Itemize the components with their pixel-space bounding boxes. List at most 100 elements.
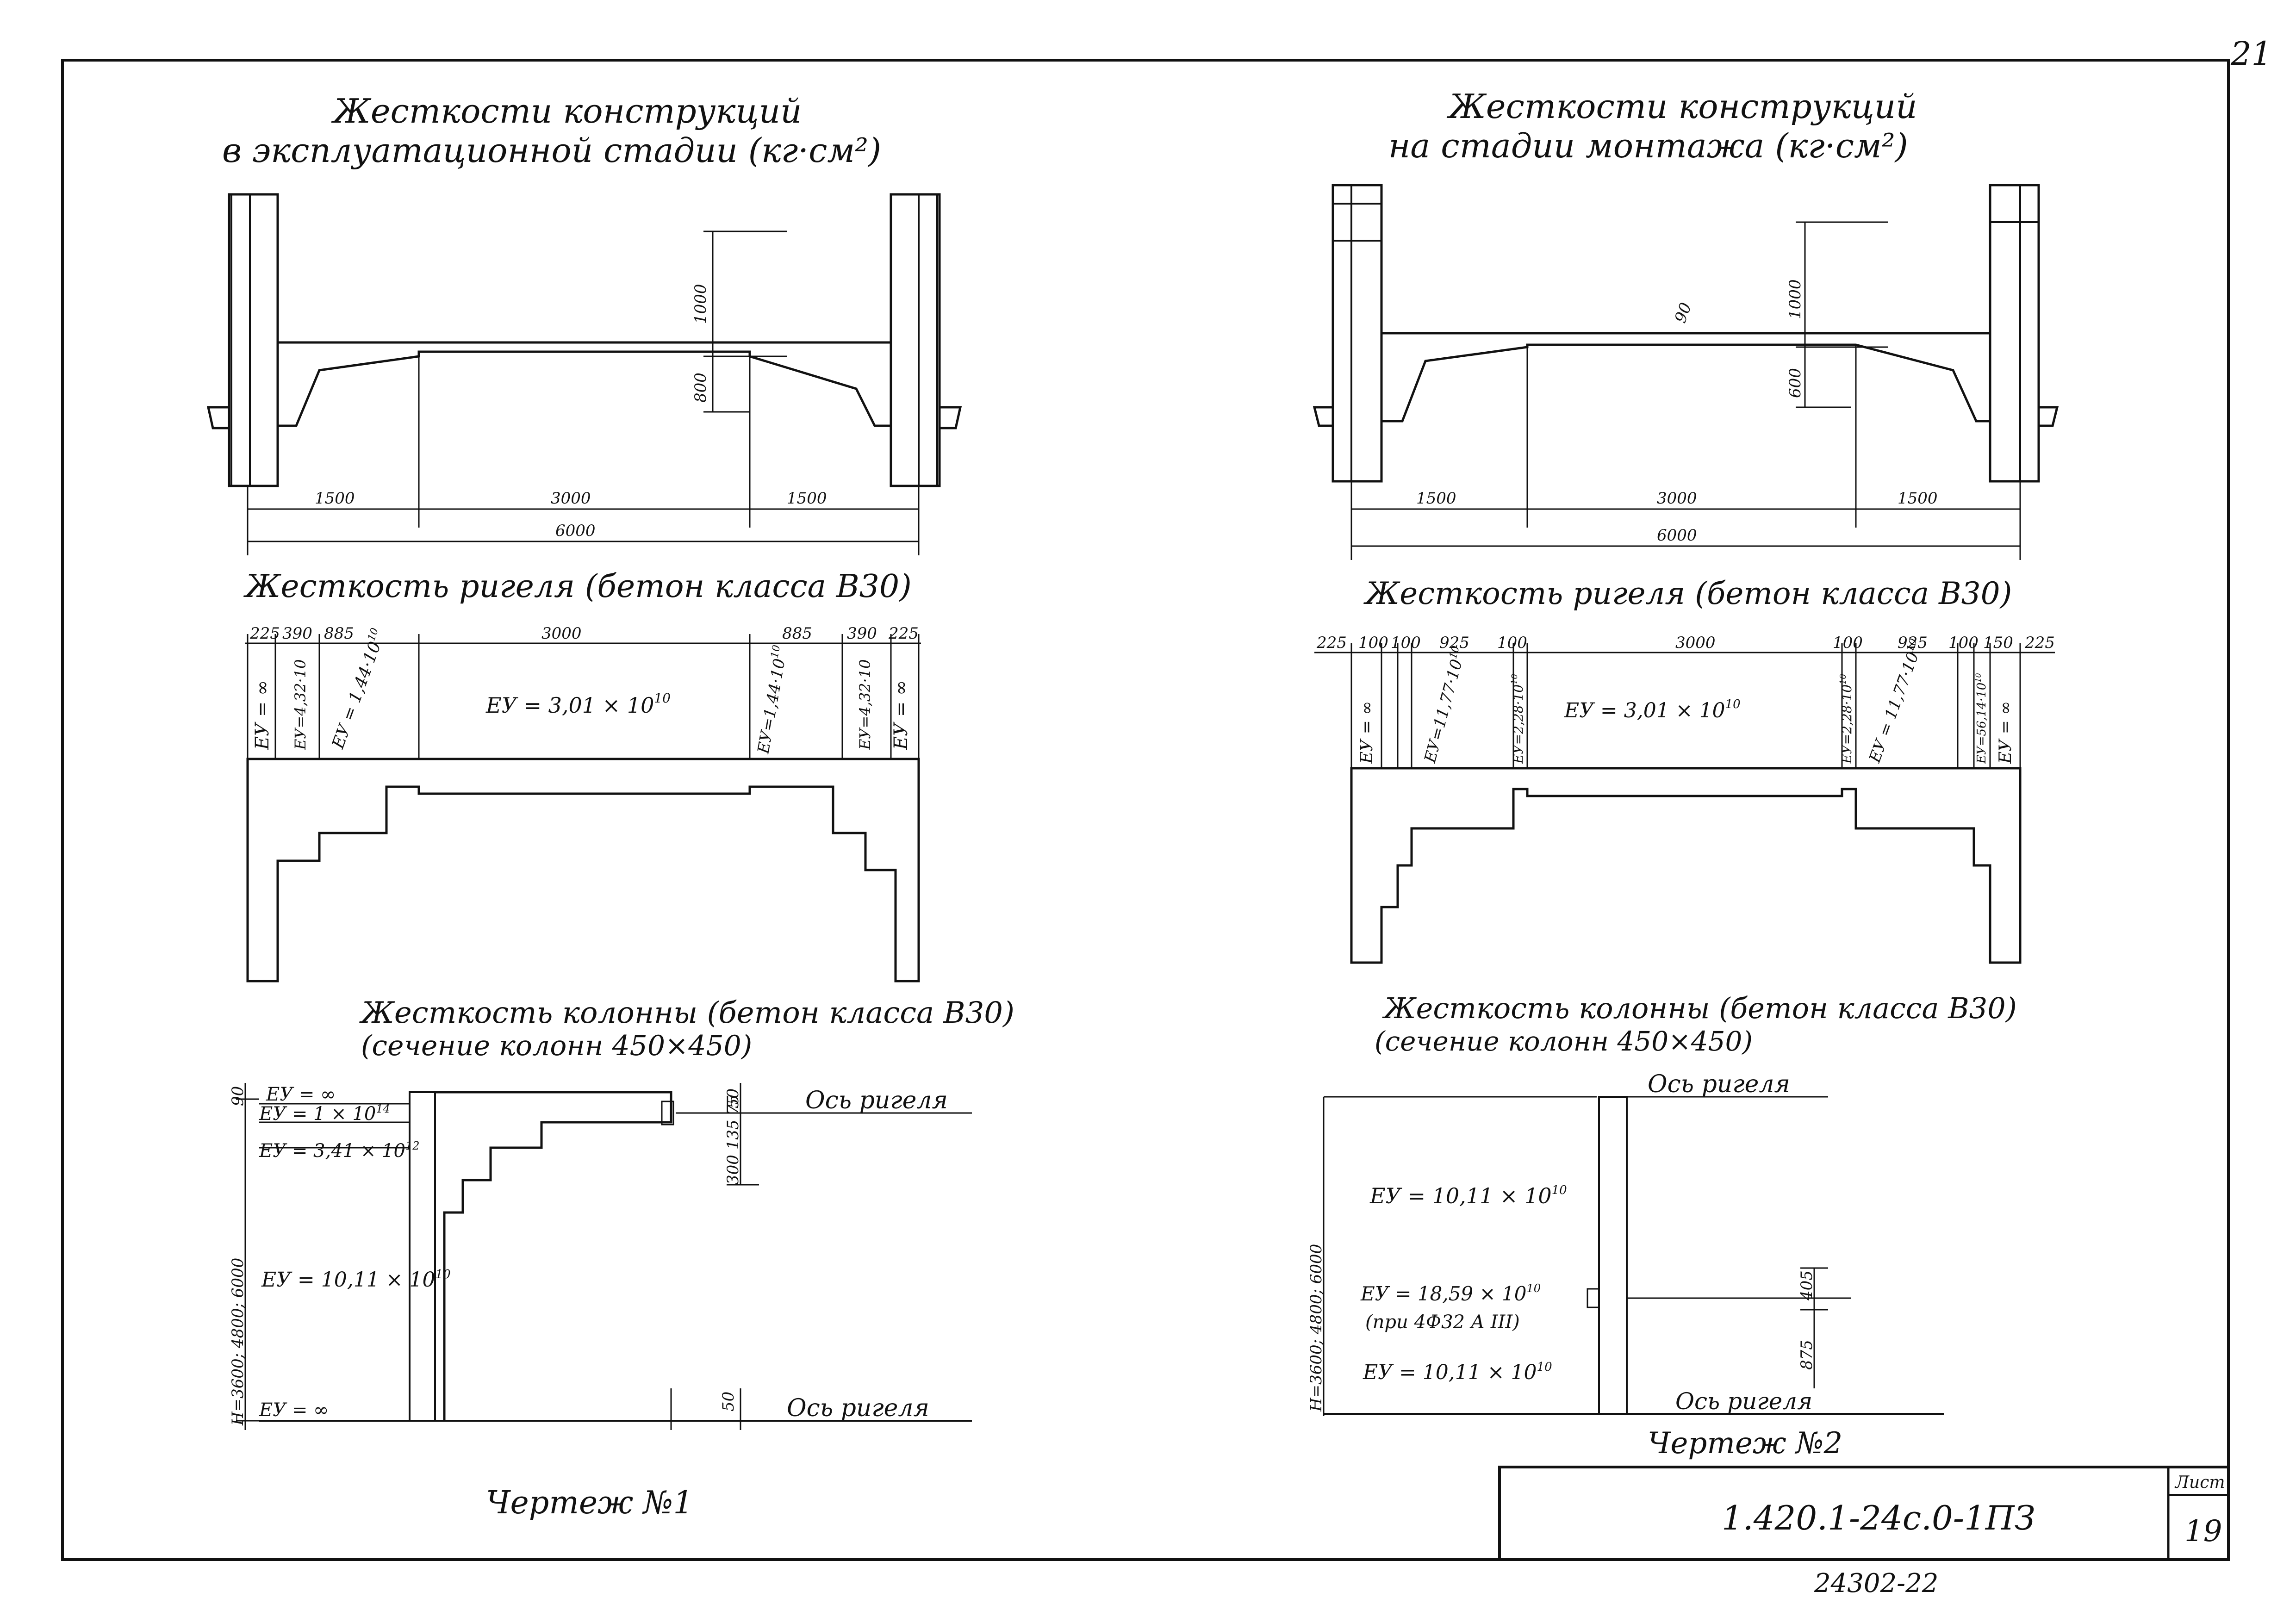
left-beam-label-2: ЕУ=4,32·10 — [292, 659, 309, 750]
right-column-stiffness: Жесткость колонны (бетон класса В30) (се… — [1307, 991, 2017, 1461]
title-block-sheet-number: 19 — [2184, 1514, 2222, 1548]
left-col-label-2: ЕУ = 1 × 1014 — [259, 1102, 390, 1125]
right-axis-top: Ось ригеля — [1648, 1070, 1790, 1098]
right-col-right-dim-2: 875 — [1798, 1340, 1816, 1370]
right-beam-dim-1: 225 — [1316, 634, 1347, 652]
left-beam-label-4: ЕУ = 3,01 × 1010 — [485, 690, 671, 718]
left-col-title-2: (сечение колонн 450×450) — [361, 1030, 752, 1062]
right-beam-label-7: ЕУ=56,14·1010 — [1974, 673, 1989, 764]
right-beam-dim-3: 100 — [1391, 634, 1421, 652]
right-col-label-2: ЕУ = 18,59 × 1010 — [1360, 1282, 1541, 1305]
left-beam-dim-7: 225 — [888, 624, 919, 643]
left-col-left-dim: Н=3600; 4800; 6000 — [229, 1258, 247, 1426]
right-col-strip — [1598, 1096, 1628, 1415]
right-beam-label-5: ЕУ=2,28·1010 — [1838, 674, 1854, 764]
footer-number: 24302-22 — [1814, 1568, 1938, 1598]
right-axis-bottom: Ось ригеля — [1675, 1388, 1812, 1415]
right-col-label-3: (при 4Ф32 А III) — [1365, 1312, 1520, 1333]
right-beam-label-2: ЕУ=11,77·1010 — [1420, 645, 1469, 765]
right-beam-profile — [1380, 332, 1991, 423]
right-beam-dim-8: 925 — [1898, 634, 1928, 652]
right-dim-small: 90 — [1671, 300, 1695, 325]
left-col-bottom-dim: 50 — [719, 1392, 738, 1412]
right-section-title-1: Жесткости конструкций — [1446, 87, 1917, 126]
right-beam-dim-11: 225 — [2024, 634, 2055, 652]
right-col-label-1: ЕУ = 10,11 × 1010 — [1369, 1183, 1567, 1208]
right-drawing-caption: Чертеж №2 — [1648, 1426, 1842, 1461]
left-col-right-dim-2: 300 135 75 — [724, 1094, 742, 1185]
title-block-sheet-label: Лист — [2174, 1473, 2225, 1492]
sheet-frame — [61, 59, 2230, 1561]
right-col-left-dim: Н=3600; 4800; 6000 — [1307, 1244, 1325, 1412]
left-drawing-caption: Чертеж №1 — [486, 1485, 693, 1521]
right-beam-label-3: ЕУ=2,28·1010 — [1510, 674, 1526, 764]
left-beam-label-1: ЕУ = ∞ — [252, 680, 273, 750]
right-dim-bottom-3: 1500 — [1898, 489, 1938, 508]
left-dim-vert-2: 800 — [691, 373, 710, 403]
left-axis-top: Ось ригеля — [805, 1087, 948, 1114]
left-frame-section: Жесткости конструкций в эксплуатационной… — [206, 92, 962, 555]
left-section-title-1: Жесткости конструкций — [331, 92, 802, 131]
right-beam-dim-6: 3000 — [1675, 634, 1716, 652]
right-beam-dim-5: 100 — [1497, 634, 1527, 652]
left-axis-bottom: Ось ригеля — [787, 1394, 929, 1422]
right-beam-label-4: ЕУ = 3,01 × 1010 — [1564, 697, 1741, 722]
right-beam-title: Жесткость ригеля (бетон класса В30) — [1363, 576, 2012, 611]
left-col-top-dim: 90 — [229, 1086, 247, 1106]
left-col-label-5: ЕУ = ∞ — [259, 1399, 329, 1421]
right-dim-bottom-2: 3000 — [1657, 489, 1697, 508]
left-beam-stiffness: Жесткость ригеля (бетон класса В30) 225 … — [243, 568, 921, 983]
left-col-title-1: Жесткость колонны (бетон класса В30) — [359, 996, 1014, 1030]
left-col-label-4: ЕУ = 10,11 × 1010 — [261, 1268, 451, 1292]
left-dim-vert-1: 1000 — [691, 284, 710, 324]
right-beam-stiffness-diagram — [1350, 767, 2022, 964]
left-col-label-3: ЕУ = 3,41 × 1012 — [259, 1139, 420, 1162]
title-block-code: 1.420.1-24с.0-1ПЗ — [1722, 1499, 2035, 1537]
right-beam-stiffness: Жесткость ригеля (бетон класса В30) 225 … — [1314, 576, 2055, 964]
right-beam-dim-7: 100 — [1833, 634, 1863, 652]
left-dim-bottom-1: 1500 — [315, 489, 355, 508]
right-beam-label-8: ЕУ = ∞ — [1996, 701, 2015, 764]
left-column-stiffness: Жесткость колонны (бетон класса В30) (се… — [229, 996, 1014, 1521]
left-beam-label-7: ЕУ = ∞ — [890, 680, 912, 750]
left-beam-label-5: ЕУ=1,44·1010 — [752, 644, 791, 756]
left-beam-dim-2: 390 — [282, 624, 312, 643]
right-beam-dim-10: 150 — [1983, 634, 2013, 652]
right-beam-dim-4: 925 — [1439, 634, 1469, 652]
right-col-right-dim-1: 405 — [1798, 1270, 1816, 1301]
left-section-title-2: в эксплуатационной стадии (кг·см²) — [222, 131, 881, 170]
right-beam-label-1: ЕУ = ∞ — [1357, 701, 1376, 764]
left-dim-bottom-2: 3000 — [551, 489, 591, 508]
left-col-diagram — [435, 1091, 672, 1421]
page-number: 21 — [2230, 35, 2272, 73]
left-column-right — [890, 193, 962, 487]
left-column-left — [206, 193, 279, 487]
left-col-right-dim-1: 50 — [724, 1088, 742, 1108]
right-frame-section: Жесткости конструкций на стадии монтажа … — [1313, 87, 2059, 560]
right-beam-label-6: ЕУ = 11,77·1010 — [1865, 637, 1927, 765]
left-beam-stiffness-diagram — [246, 758, 920, 983]
right-section-title-2: на стадии монтажа (кг·см²) — [1388, 126, 1908, 165]
left-beam-dim-4: 3000 — [541, 624, 582, 643]
right-dim-total: 6000 — [1657, 526, 1697, 545]
right-beam-dim-2: 100 — [1358, 634, 1388, 652]
left-beam-dim-3: 885 — [324, 624, 354, 643]
left-dim-total: 6000 — [555, 522, 596, 540]
left-col-label-1: ЕУ = ∞ — [266, 1084, 336, 1105]
left-beam-dim-6: 390 — [847, 624, 877, 643]
title-block: 1.420.1-24с.0-1ПЗ Лист 19 — [1498, 1466, 2230, 1561]
left-dim-bottom-3: 1500 — [787, 489, 827, 508]
left-beam-title: Жесткость ригеля (бетон класса В30) — [243, 568, 912, 605]
left-beam-label-6: ЕУ=4,32·10 — [856, 659, 874, 750]
right-dim-vert-2: 600 — [1786, 368, 1804, 398]
left-beam-label-3: ЕУ = 1,44·1010 — [327, 627, 389, 752]
right-col-label-4: ЕУ = 10,11 × 1010 — [1363, 1360, 1552, 1384]
right-dim-bottom-1: 1500 — [1416, 489, 1456, 508]
left-beam-dim-5: 885 — [782, 624, 812, 643]
right-dim-vert-1: 1000 — [1786, 279, 1804, 319]
right-col-title-1: Жесткость колонны (бетон класса В30) — [1382, 991, 2017, 1025]
right-column-left — [1313, 184, 1383, 483]
left-beam-profile — [276, 341, 892, 427]
right-col-title-2: (сечение колонн 450×450) — [1375, 1026, 1753, 1057]
